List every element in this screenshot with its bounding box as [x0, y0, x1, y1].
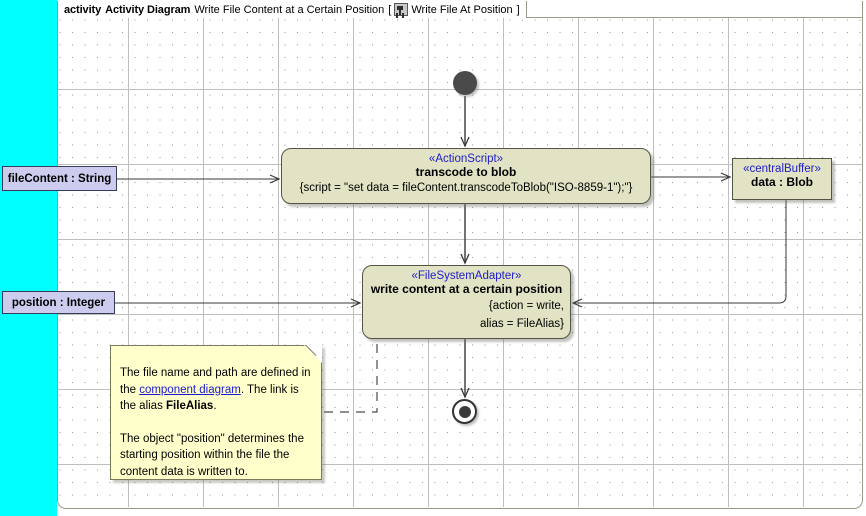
stereotype-label: «centralBuffer»: [743, 163, 821, 175]
diagram-note[interactable]: The file name and path are defined in th…: [110, 345, 322, 480]
frame-element-name: Write File At Position: [411, 3, 513, 16]
note-text-1e: .: [213, 400, 217, 412]
action-constraint-line2: alias = FileAlias}: [479, 318, 564, 330]
activity-parameter-position[interactable]: position : Integer: [2, 291, 115, 314]
uml-activity-icon: [394, 3, 409, 16]
activity-final-node-inner: [458, 405, 471, 418]
note-text-1a: The file name and path are defined: [120, 367, 299, 379]
note-paragraph-2: The object "position" determines the sta…: [120, 432, 304, 478]
note-body: The file name and path are defined in th…: [120, 365, 313, 480]
note-paragraph-1: The file name and path are defined in th…: [120, 365, 313, 415]
note-link-component-diagram[interactable]: component diagram: [139, 383, 241, 396]
action-name-label: transcode to blob: [415, 165, 517, 179]
diagram-frame-header: activity Activity Diagram Write File Con…: [57, 1, 527, 18]
activity-final-node[interactable]: [452, 399, 477, 424]
parameter-label: fileContent : String: [7, 172, 112, 185]
parameter-label: position : Integer: [11, 296, 106, 309]
action-constraint-label: {script = "set data = fileContent.transc…: [299, 182, 633, 194]
frame-bracket-open: [: [388, 3, 392, 16]
left-cyan-sidebar: [0, 0, 57, 516]
note-text-1d: is the alias: [120, 383, 299, 413]
central-buffer-node-data-blob[interactable]: «centralBuffer» data : Blob: [732, 158, 832, 200]
frame-type-label: Activity Diagram: [105, 3, 191, 16]
frame-bracket-close: ]: [516, 3, 520, 16]
stereotype-label: «ActionScript»: [428, 153, 504, 165]
frame-diagram-title: Write File Content at a Certain Position: [194, 3, 385, 16]
note-text-1b: in the: [120, 367, 311, 396]
initial-node[interactable]: [453, 71, 477, 95]
action-constraint-line1: {action = write,: [488, 300, 564, 312]
buffer-name-label: data : Blob: [751, 175, 813, 189]
note-text-1c: . The link: [240, 383, 288, 396]
stereotype-label: «FileSystemAdapter»: [411, 270, 522, 282]
activity-parameter-filecontent[interactable]: fileContent : String: [2, 166, 117, 191]
action-node-write-content-at-position[interactable]: «FileSystemAdapter» write content at a c…: [362, 265, 571, 339]
note-text-filealias: FileAlias: [166, 400, 214, 412]
action-name-label: write content at a certain position: [370, 282, 563, 296]
action-node-transcode-to-blob[interactable]: «ActionScript» transcode to blob {script…: [281, 148, 651, 204]
frame-kind-label: activity: [64, 3, 102, 16]
